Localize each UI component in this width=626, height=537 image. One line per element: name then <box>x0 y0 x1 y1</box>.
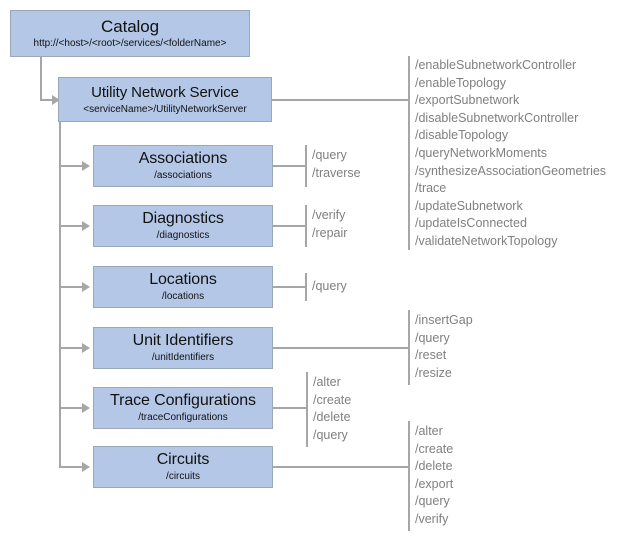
operation-item: /enableTopology <box>415 75 507 90</box>
node-catalog[interactable]: Catalog http://<host>/<root>/services/<f… <box>10 10 250 57</box>
connector-catalog-to-service <box>40 99 60 101</box>
operation-item: /synthesizeAssociationGeometries <box>415 163 607 178</box>
connector-trunk-to-unitidentifiers <box>59 347 84 349</box>
bracket-associations-ops <box>305 145 307 187</box>
node-circuits-path: /circuits <box>166 471 200 482</box>
node-associations[interactable]: Associations /associations <box>93 145 273 187</box>
node-utility-network-service[interactable]: Utility Network Service <serviceName>/Ut… <box>58 77 272 122</box>
operation-item: /create <box>415 441 454 456</box>
operation-item: /traverse <box>312 165 361 180</box>
connector-trunk-to-associations <box>59 165 84 167</box>
connector-diagnostics-to-ops <box>272 225 306 227</box>
connector-associations-to-ops <box>272 165 306 167</box>
operation-item: /disableSubnetworkController <box>415 110 579 125</box>
operation-item: /verify <box>415 511 449 526</box>
operation-item: /export <box>415 476 454 491</box>
node-associations-path: /associations <box>154 170 212 181</box>
operation-item: /query <box>415 330 450 345</box>
operation-item: /validateNetworkTopology <box>415 233 558 248</box>
operation-item: /insertGap <box>415 313 473 327</box>
operations-list-circuits: /alter/create/delete/export/query/verify <box>415 423 453 529</box>
operations-list-diagnostics: /verify/repair <box>312 207 347 242</box>
connector-service-to-ops <box>271 99 409 101</box>
connector-circuits-to-ops <box>272 466 409 468</box>
connector-trunk-to-locations <box>59 286 84 288</box>
node-unit-identifiers[interactable]: Unit Identifiers /unitIdentifiers <box>93 327 273 369</box>
arrow-to-locations <box>82 282 90 292</box>
node-trace-configurations[interactable]: Trace Configurations /traceConfiguration… <box>93 387 273 429</box>
operation-item: /query <box>415 494 450 509</box>
operations-list-unit-identifiers: /insertGap/query/reset/resize <box>415 312 473 382</box>
connector-trunk-to-circuits <box>59 466 84 468</box>
node-trace-configurations-title: Trace Configurations <box>110 392 256 409</box>
operation-item: /exportSubnetwork <box>415 93 520 108</box>
node-utility-network-service-path: <serviceName>/UtilityNetworkServer <box>83 103 247 115</box>
operation-item: /create <box>313 392 352 407</box>
operation-item: /enableSubnetworkController <box>415 58 577 72</box>
arrow-catalog-to-service <box>52 95 60 105</box>
operation-item: /repair <box>312 225 348 240</box>
node-circuits-title: Circuits <box>156 451 210 468</box>
node-trace-configurations-path: /traceConfigurations <box>138 412 228 423</box>
bracket-traceconfigurations-ops <box>306 372 308 447</box>
operation-item: /trace <box>415 181 447 196</box>
arrow-to-unitidentifiers <box>82 343 90 353</box>
bracket-diagnostics-ops <box>305 205 307 247</box>
node-diagnostics[interactable]: Diagnostics /diagnostics <box>93 205 273 247</box>
operations-list-associations: /query/traverse <box>312 147 361 182</box>
bracket-unitidentifiers-ops <box>408 310 410 385</box>
bracket-circuits-ops <box>408 421 410 531</box>
operation-item: /delete <box>415 459 453 474</box>
node-locations-path: /locations <box>161 291 205 302</box>
operations-list-service: /enableSubnetworkController/enableTopolo… <box>415 57 606 251</box>
operations-list-locations: /query <box>312 278 347 296</box>
operations-list-trace-configurations: /alter/create/delete/query <box>313 374 351 444</box>
node-circuits[interactable]: Circuits /circuits <box>93 446 273 488</box>
bracket-locations-ops <box>305 273 307 301</box>
connector-catalog-down <box>40 57 42 101</box>
node-catalog-title: Catalog <box>101 16 159 36</box>
arrow-to-traceconfigurations <box>82 403 90 413</box>
connector-trunk-to-traceconfigurations <box>59 407 84 409</box>
operation-item: /updateIsConnected <box>415 216 527 231</box>
connector-traceconfigurations-to-ops <box>272 407 306 409</box>
connector-trunk-to-diagnostics <box>59 225 84 227</box>
node-unit-identifiers-path: /unitIdentifiers <box>151 352 215 363</box>
node-locations[interactable]: Locations /locations <box>93 266 273 308</box>
operation-item: /delete <box>313 410 351 425</box>
arrow-to-associations <box>82 161 90 171</box>
node-unit-identifiers-title: Unit Identifiers <box>132 332 234 349</box>
node-utility-network-service-title: Utility Network Service <box>91 83 239 101</box>
node-associations-title: Associations <box>138 150 228 167</box>
node-locations-title: Locations <box>149 271 217 288</box>
connector-service-trunk <box>59 120 61 468</box>
operation-item: /resize <box>415 365 452 380</box>
node-diagnostics-title: Diagnostics <box>142 210 224 227</box>
operation-item: /alter <box>313 375 341 389</box>
operation-item: /queryNetworkMoments <box>415 145 547 160</box>
node-catalog-path: http://<host>/<root>/services/<folderNam… <box>33 37 227 49</box>
connector-unitidentifiers-to-ops <box>272 347 409 349</box>
operation-item: /reset <box>415 348 447 363</box>
connector-locations-to-ops <box>272 286 306 288</box>
node-diagnostics-path: /diagnostics <box>156 230 210 241</box>
operation-item: /query <box>313 427 348 442</box>
operation-item: /query <box>312 279 347 293</box>
operation-item: /updateSubnetwork <box>415 198 523 213</box>
operation-item: /alter <box>415 424 443 438</box>
arrow-to-circuits <box>82 462 90 472</box>
operation-item: /query <box>312 148 347 162</box>
operation-item: /verify <box>312 208 346 222</box>
bracket-service-ops <box>408 56 410 250</box>
arrow-to-diagnostics <box>82 221 90 231</box>
operation-item: /disableTopology <box>415 128 509 143</box>
